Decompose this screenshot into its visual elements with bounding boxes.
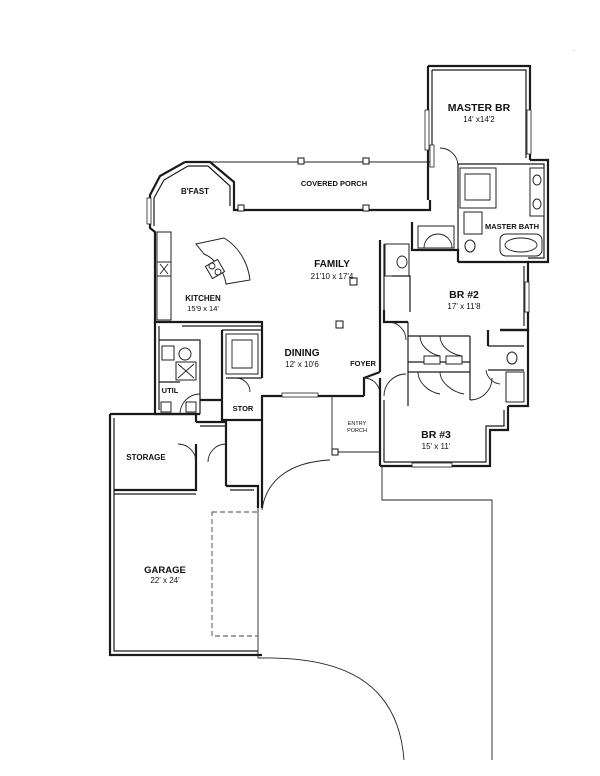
storage-label: STORAGE bbox=[126, 453, 166, 462]
util-washer bbox=[161, 345, 175, 361]
family-label: FAMILY bbox=[314, 259, 350, 270]
garage-walls bbox=[108, 412, 264, 657]
porch-post bbox=[237, 204, 245, 212]
foyer-label: FOYER bbox=[350, 359, 376, 368]
hall-closet bbox=[417, 225, 455, 249]
porch-post bbox=[362, 157, 370, 165]
entry-post bbox=[331, 448, 339, 456]
porch-window bbox=[429, 144, 435, 168]
family-column bbox=[335, 320, 344, 329]
br3-label: BR #3 bbox=[421, 429, 451, 441]
br3-window bbox=[411, 462, 453, 468]
family-dims: 21'10 x 17'4 bbox=[311, 272, 354, 281]
kitchen-label: KITCHEN bbox=[185, 294, 221, 303]
porch-walls bbox=[185, 144, 435, 212]
master-br-label: MASTER BR bbox=[448, 102, 511, 114]
garage-stair bbox=[211, 511, 259, 637]
foyer-walls bbox=[332, 370, 407, 466]
entry-porch-label-2: PORCH bbox=[347, 428, 367, 434]
util-label: UTIL bbox=[162, 386, 179, 395]
kitchen-island bbox=[195, 237, 251, 285]
master-br-walls bbox=[424, 64, 532, 200]
master-shower bbox=[463, 211, 483, 235]
master-bath-label: MASTER BATH bbox=[485, 222, 539, 231]
bfast-window bbox=[146, 197, 152, 225]
hall-walls bbox=[378, 147, 460, 372]
master-bath-walls bbox=[457, 158, 550, 264]
kitchen-dims: 15'9 x 14' bbox=[187, 304, 219, 313]
garage-dims: 22' x 24' bbox=[150, 576, 180, 585]
br2-dims: 17' x 11'8 bbox=[447, 302, 481, 311]
family-column bbox=[349, 277, 358, 286]
dining-label: DINING bbox=[285, 348, 320, 359]
covered-porch-label: COVERED PORCH bbox=[301, 179, 367, 188]
garage-label: GARAGE bbox=[144, 565, 186, 576]
closets-walls bbox=[407, 322, 490, 406]
master-tub bbox=[499, 233, 543, 257]
br3-walls bbox=[380, 377, 510, 468]
hall-bath bbox=[485, 328, 530, 408]
dining-dims: 12' x 10'6 bbox=[285, 360, 319, 369]
master-toilet bbox=[464, 239, 476, 253]
dining-window bbox=[281, 392, 319, 398]
fireplace bbox=[225, 333, 259, 375]
master-window-left bbox=[424, 109, 430, 151]
stor-label: STOR bbox=[233, 404, 254, 413]
master-br-dims: 14' x14'2 bbox=[463, 115, 495, 124]
stor-walls bbox=[226, 377, 262, 393]
porch-post bbox=[297, 157, 305, 165]
br3-dims: 15' x 11' bbox=[422, 442, 451, 451]
driveway bbox=[257, 459, 493, 761]
sheet-mark: · bbox=[573, 48, 575, 54]
bfast-label: B'FAST bbox=[181, 187, 209, 196]
hall-tub bbox=[505, 371, 525, 403]
entry-porch-walls bbox=[331, 396, 380, 456]
entry-porch-label-1: ENTRY bbox=[348, 421, 367, 427]
br2-window bbox=[524, 281, 530, 313]
porch-post bbox=[362, 204, 370, 212]
hall-toilet bbox=[506, 351, 518, 365]
master-window-right bbox=[526, 109, 532, 155]
util-walls bbox=[153, 322, 201, 416]
kitchen-fixtures bbox=[156, 231, 264, 378]
br2-label: BR #2 bbox=[449, 289, 479, 301]
dining-walls bbox=[200, 277, 358, 422]
